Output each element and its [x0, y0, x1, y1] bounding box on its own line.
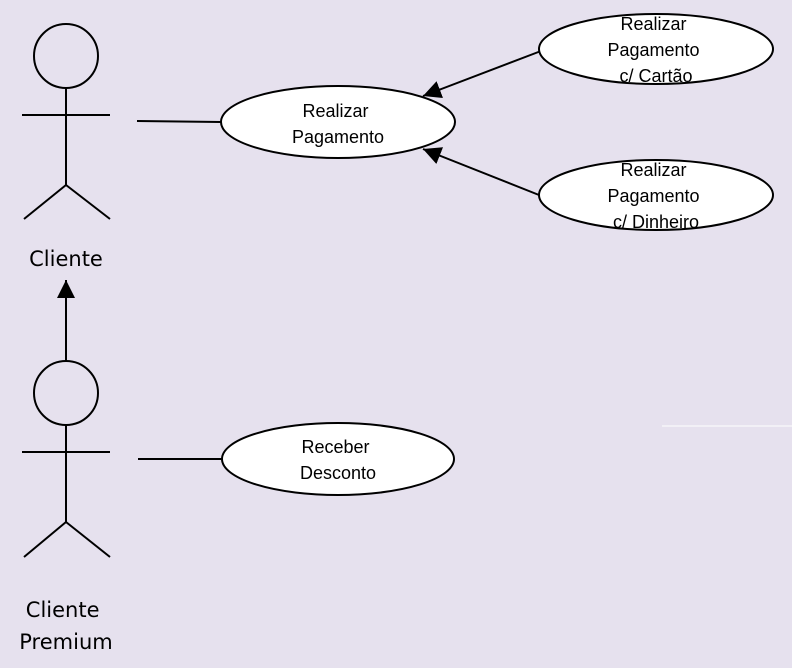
actor-premium-head [33, 360, 99, 426]
usecase-realizar-pagamento-line2: Pagamento [292, 127, 384, 147]
usecase-pagamento-cartao-line2: Pagamento [607, 40, 699, 60]
usecase-receber-desconto: Receber Desconto [221, 422, 455, 496]
usecase-receber-desconto-label: Receber Desconto [300, 437, 376, 483]
actor-cliente-left-leg [23, 184, 67, 220]
usecase-pagamento-dinheiro-ellipse [538, 159, 774, 231]
usecase-realizar-pagamento-line1: Realizar [302, 101, 368, 121]
arrow-cartao-to-pagamento [422, 50, 542, 98]
usecase-receber-desconto-line2: Desconto [300, 463, 376, 483]
usecase-pagamento-dinheiro-line1: Realizar [620, 160, 686, 180]
usecase-pagamento-cartao: Realizar Pagamento c/ Cartão [538, 13, 774, 86]
arrow-dinheiro-to-pagamento [422, 147, 540, 196]
usecase-pagamento-cartao-line3: c/ Cartão [619, 66, 692, 86]
usecase-pagamento-cartao-label: Realizar Pagamento c/ Cartão [607, 14, 704, 86]
actor-premium-right-leg [65, 521, 111, 558]
usecase-realizar-pagamento: Realizar Pagamento [220, 85, 456, 159]
association-cliente-pagamento [136, 120, 222, 123]
usecase-pagamento-dinheiro-line3: c/ Dinheiro [613, 212, 699, 232]
actor-cliente: Cliente [22, 23, 111, 271]
actor-premium-label-line2: Premium [19, 630, 112, 654]
usecase-realizar-pagamento-ellipse [220, 85, 456, 159]
actor-cliente-premium: Cliente Premium [19, 360, 113, 654]
actor-cliente-right-leg [65, 184, 111, 220]
actor-premium-label-line1: Cliente [26, 598, 100, 622]
usecase-receber-desconto-ellipse [221, 422, 455, 496]
usecase-pagamento-cartao-ellipse [538, 13, 774, 85]
actor-cliente-head [33, 23, 99, 89]
usecase-realizar-pagamento-label: Realizar Pagamento [292, 101, 384, 147]
actor-cliente-label: Cliente [29, 247, 103, 271]
usecase-receber-desconto-line1: Receber [301, 437, 369, 457]
usecase-pagamento-dinheiro: Realizar Pagamento c/ Dinheiro [538, 159, 774, 232]
usecase-pagamento-dinheiro-label: Realizar Pagamento c/ Dinheiro [607, 160, 704, 232]
actor-premium-left-leg [23, 521, 67, 558]
actor-premium-label: Cliente Premium [19, 598, 112, 654]
usecase-pagamento-dinheiro-line2: Pagamento [607, 186, 699, 206]
usecase-pagamento-cartao-line1: Realizar [620, 14, 686, 34]
